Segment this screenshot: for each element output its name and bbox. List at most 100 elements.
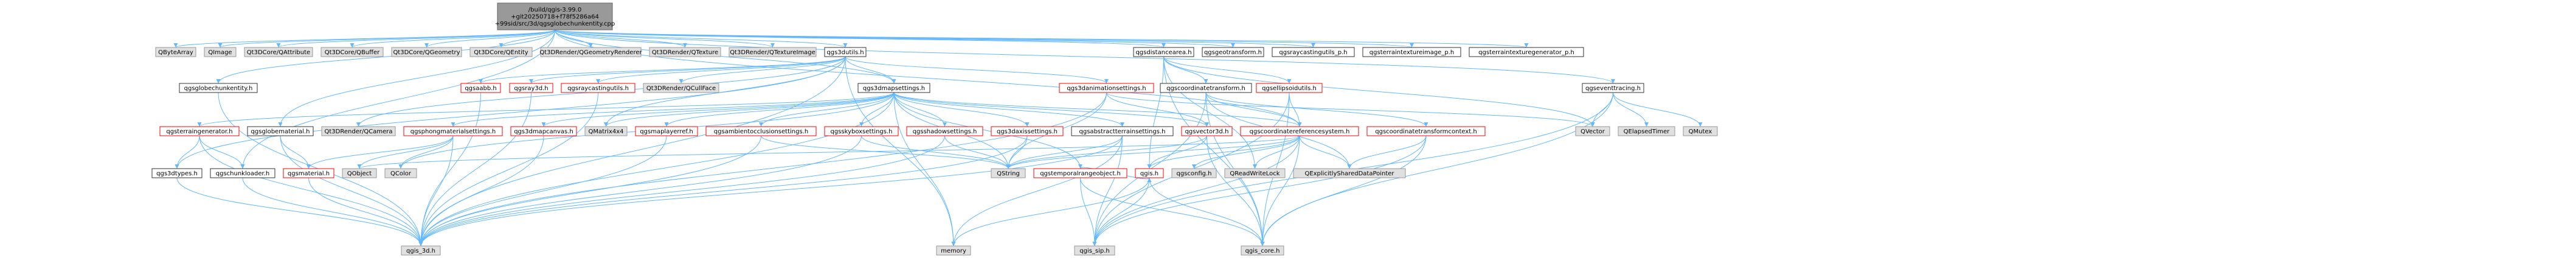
node-qgsaabb[interactable]: qgsaabb.h bbox=[460, 83, 501, 93]
node-label-memory: memory bbox=[941, 248, 966, 254]
node-label-QColor: QColor bbox=[390, 170, 412, 177]
node-QTextureImage: Qt3DRender/QTextureImage bbox=[729, 47, 817, 57]
node-qgstemporalrangeobject[interactable]: qgstemporalrangeobject.h bbox=[1033, 168, 1127, 178]
node-label-qgsabstractterrainsettings: qgsabstractterrainsettings.h bbox=[1079, 128, 1166, 135]
node-qgseventtracing[interactable]: qgseventtracing.h bbox=[1582, 83, 1644, 93]
node-qgsambientocclusionsettings[interactable]: qgsambientocclusionsettings.h bbox=[705, 126, 817, 136]
node-box-qgsshadowsettings bbox=[906, 126, 983, 136]
node-QReadWriteLock: QReadWriteLock bbox=[1224, 168, 1286, 178]
node-label-QTextureImage: Qt3DRender/QTextureImage bbox=[730, 49, 815, 56]
node-qgsgeotransform[interactable]: qgsgeotransform.h bbox=[1202, 47, 1264, 57]
edge-qgsambientocclusionsettings-to-QString bbox=[761, 135, 1011, 169]
node-qgscoordinatereferencesystem[interactable]: qgscoordinatereferencesystem.h bbox=[1240, 126, 1359, 136]
node-qgsray3d[interactable]: qgsray3d.h bbox=[509, 83, 553, 93]
node-box-QObject bbox=[342, 168, 377, 178]
edge-qgs3danimationsettings-to-QVector bbox=[1106, 92, 1595, 127]
node-QExplicitlySharedDataPointer: QExplicitlySharedDataPointer bbox=[1293, 168, 1406, 178]
node-root[interactable]: /build/qgis-3.99.0+git20250718+f78f5286a… bbox=[495, 2, 615, 30]
node-qgsraycastingutils_p[interactable]: qgsraycastingutils_p.h bbox=[1272, 47, 1355, 57]
edge-qgsmaterial-to-qgis_3d bbox=[308, 177, 423, 247]
node-qgs3danimationsettings[interactable]: qgs3danimationsettings.h bbox=[1059, 83, 1154, 93]
node-box-qgsaabb bbox=[460, 83, 501, 93]
node-qgis[interactable]: qgis.h bbox=[1135, 168, 1164, 178]
node-qgsphongmaterialsettings[interactable]: qgsphongmaterialsettings.h bbox=[403, 126, 503, 136]
edge-qgscoordinatereferencesystem-to-QObject bbox=[357, 135, 1300, 169]
edge-qgsvector3d-to-qgis_core bbox=[1207, 135, 1265, 247]
node-qgsellipsoidutils[interactable]: qgsellipsoidutils.h bbox=[1256, 83, 1323, 93]
edge-qgs3dtypes-to-qgis_3d bbox=[176, 177, 423, 247]
edge-qgs3dmapsettings-to-QMatrix4x4 bbox=[604, 92, 895, 127]
edge-qgs3dutils-to-qgs3danimationsettings bbox=[845, 56, 1109, 84]
node-qgscoordinatetransformcontext[interactable]: qgscoordinatetransformcontext.h bbox=[1366, 126, 1486, 136]
node-qgsterraingenerator[interactable]: qgsterraingenerator.h bbox=[159, 126, 240, 136]
edge-qgsvector3d-to-QString bbox=[1006, 135, 1207, 169]
node-QColor: QColor bbox=[384, 168, 417, 178]
node-qgs3dmapsettings[interactable]: qgs3dmapsettings.h bbox=[857, 83, 930, 93]
edge-root-to-qgsterraintexturegenerator_p bbox=[555, 29, 1528, 48]
node-label-qgs3danimationsettings: qgs3danimationsettings.h bbox=[1067, 85, 1146, 92]
node-qgsglobematerial[interactable]: qgsglobematerial.h bbox=[247, 126, 314, 136]
node-qgscoordinatetransform[interactable]: qgscoordinatetransform.h bbox=[1160, 83, 1252, 93]
node-label-qgis_sip: qgis_sip.h bbox=[1079, 248, 1110, 254]
node-qgsmaterial[interactable]: qgsmaterial.h bbox=[283, 168, 334, 178]
node-box-memory bbox=[936, 245, 971, 256]
node-box-QString bbox=[991, 168, 1026, 178]
node-box-qgsabstractterrainsettings bbox=[1071, 126, 1174, 136]
node-qgsterraintexturegenerator_p[interactable]: qgsterraintexturegenerator_p.h bbox=[1469, 47, 1584, 57]
node-label-qgschunkloader: qgschunkloader.h bbox=[216, 170, 269, 177]
edge-qgsabstractterrainsettings-to-QString bbox=[1006, 135, 1123, 169]
node-box-qgsraycastingutils bbox=[561, 83, 635, 93]
node-qgschunkloader[interactable]: qgschunkloader.h bbox=[210, 168, 275, 178]
node-box-qgsmaplayerref bbox=[635, 126, 698, 136]
edge-qgsphongmaterialsettings-to-QColor bbox=[398, 135, 454, 169]
node-qgs3dmapcanvas[interactable]: qgs3dmapcanvas.h bbox=[510, 126, 577, 136]
node-box-qgs3daxissettings bbox=[991, 126, 1064, 136]
node-label-qgsglobematerial: qgsglobematerial.h bbox=[251, 128, 310, 135]
edge-root-to-qgsglobematerial bbox=[278, 29, 555, 127]
edge-qgs3dmapsettings-to-qgsvector3d bbox=[893, 92, 1209, 127]
node-qgsmaplayerref[interactable]: qgsmaplayerref.h bbox=[635, 126, 698, 136]
edge-qgscoordinatereferencesystem-to-qgis bbox=[1147, 135, 1300, 169]
edge-qgscoordinatetransform-to-qgscoordinatereferencesystem bbox=[1205, 92, 1302, 127]
node-qgs3daxissettings[interactable]: qgs3daxissettings.h bbox=[991, 126, 1064, 136]
node-qgsglobechunkentity_h[interactable]: qgsglobechunkentity.h bbox=[179, 83, 258, 93]
node-QGeometry: Qt3DCore/QGeometry bbox=[391, 47, 462, 57]
node-qgis_3d: qgis_3d.h bbox=[401, 245, 441, 256]
edge-qgs3dmapsettings-to-qgsterraingenerator bbox=[197, 92, 895, 127]
edge-root-to-QGeometry bbox=[424, 29, 555, 48]
edge-qgs3dmapsettings-to-qgis_3d bbox=[418, 92, 895, 247]
node-qgsdistancearea[interactable]: qgsdistancearea.h bbox=[1133, 47, 1194, 57]
edge-qgs3dmapsettings-to-qgsphongmaterialsettings bbox=[451, 92, 895, 127]
edge-qgsdistancearea-to-qgis bbox=[1147, 56, 1164, 169]
node-box-QEntity bbox=[469, 47, 533, 57]
node-box-qgscoordinatetransform bbox=[1160, 83, 1252, 93]
node-qgsraycastingutils[interactable]: qgsraycastingutils.h bbox=[561, 83, 635, 93]
edge-qgsellipsoidutils-to-qgscoordinatereferencesystem bbox=[1289, 92, 1302, 127]
edge-qgsshadowsettings-to-QString bbox=[944, 135, 1011, 169]
node-qgsabstractterrainsettings[interactable]: qgsabstractterrainsettings.h bbox=[1071, 126, 1174, 136]
edge-qgsabstractterrainsettings-to-qgis_3d bbox=[418, 135, 1123, 247]
node-qgis_core: qgis_core.h bbox=[1241, 245, 1284, 256]
edge-root-to-qgsglobechunkentity_h bbox=[216, 29, 555, 84]
edge-qgs3dutils-to-qgsray3d bbox=[529, 56, 846, 84]
edge-layer bbox=[173, 29, 1703, 247]
edge-qgs3dutils-to-qgsaabb bbox=[479, 56, 846, 84]
node-box-QMutex bbox=[1683, 126, 1718, 136]
node-qgs3dutils[interactable]: qgs3dutils.h bbox=[824, 47, 867, 57]
edge-qgscoordinatereferencesystem-to-QString bbox=[1006, 135, 1300, 169]
node-qgsterraintextureimage_p[interactable]: qgsterraintextureimage_p.h bbox=[1362, 47, 1461, 57]
node-label-QReadWriteLock: QReadWriteLock bbox=[1230, 170, 1279, 177]
edge-qgs3dmapsettings-to-qgsmaplayerref bbox=[664, 92, 895, 127]
edge-qgs3dutils-to-qgs3dmapsettings bbox=[845, 56, 896, 84]
node-label-QByteArray: QByteArray bbox=[158, 49, 193, 56]
node-box-QReadWriteLock bbox=[1224, 168, 1286, 178]
node-qgsvector3d[interactable]: qgsvector3d.h bbox=[1181, 126, 1233, 136]
edge-qgs3dmapsettings-to-qgs3dmapcanvas bbox=[541, 92, 895, 127]
node-box-qgs3dmapsettings bbox=[857, 83, 930, 93]
edge-qgsterraingenerator-to-qgschunkloader bbox=[199, 135, 245, 169]
node-qgsskyboxsettings[interactable]: qgsskyboxsettings.h bbox=[824, 126, 899, 136]
node-box-qgsellipsoidutils bbox=[1256, 83, 1323, 93]
node-qgs3dtypes[interactable]: qgs3dtypes.h bbox=[151, 168, 203, 178]
edge-qgsambientocclusionsettings-to-qgis_3d bbox=[418, 135, 761, 247]
node-qgsshadowsettings[interactable]: qgsshadowsettings.h bbox=[906, 126, 983, 136]
